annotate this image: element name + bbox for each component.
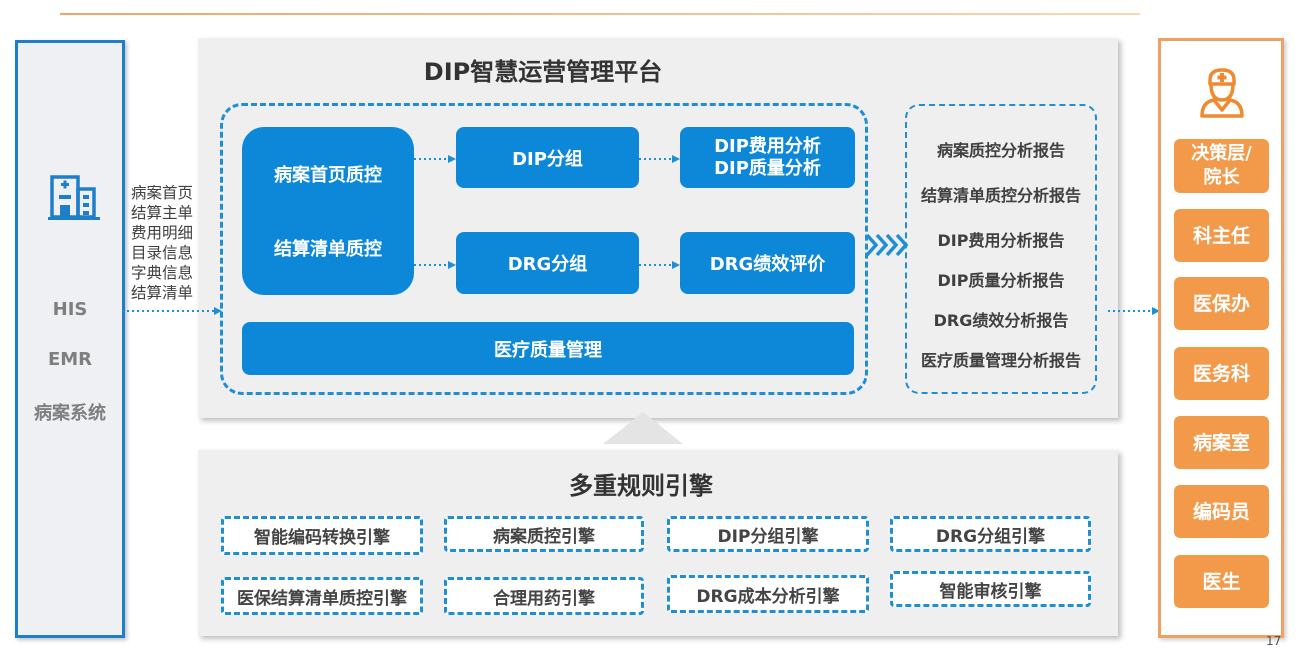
role-item: 决策层/院长 — [1174, 139, 1269, 193]
input-data-list: 病案首页 结算主单 费用明细 目录信息 字典信息 结算清单 — [131, 183, 203, 303]
role-item: 医保办 — [1174, 277, 1269, 330]
role-item: 科主任 — [1174, 209, 1269, 262]
engine-item: 智能审核引擎 — [890, 571, 1091, 607]
input-item: 结算主单 — [131, 204, 194, 222]
dip-quality-analysis: DIP质量分析 — [714, 157, 821, 179]
system-emr: EMR — [47, 349, 93, 370]
engine-item: 智能编码转换引擎 — [221, 516, 423, 555]
report-item: DIP费用分析报告 — [937, 231, 1065, 250]
engine-item: DRG成本分析引擎 — [667, 575, 869, 613]
roles-box — [1158, 38, 1284, 638]
input-item: 字典信息 — [131, 264, 194, 282]
input-item: 费用明细 — [131, 224, 194, 242]
report-item: DRG绩效分析报告 — [933, 311, 1069, 330]
drg-group-block: DRG分组 — [456, 232, 639, 294]
engine-item: DIP分组引擎 — [667, 516, 869, 552]
report-item: 医疗质量管理分析报告 — [920, 351, 1081, 370]
source-systems-box: HIS EMR 病案系统 — [15, 40, 125, 638]
reports-frame — [905, 104, 1097, 394]
input-item: 病案首页 — [131, 184, 194, 202]
platform-title: DIP智慧运营管理平台 — [423, 58, 663, 86]
drg-eval-block: DRG绩效评价 — [680, 232, 855, 294]
engine-item: 病案质控引擎 — [444, 516, 644, 552]
role-item: 医务科 — [1174, 347, 1269, 400]
doctor-icon — [1200, 68, 1244, 118]
input-item: 目录信息 — [131, 244, 194, 262]
qc-homepage: 病案首页质控 — [274, 165, 382, 186]
dip-analysis-block: DIP费用分析 DIP质量分析 — [680, 127, 855, 188]
input-item: 结算清单 — [131, 284, 194, 302]
report-item: DIP质量分析报告 — [937, 271, 1065, 290]
hospital-icon — [48, 175, 100, 220]
engine-item: 合理用药引擎 — [444, 577, 644, 615]
role-item: 病案室 — [1174, 416, 1269, 469]
dip-group-block: DIP分组 — [456, 127, 639, 188]
dip-cost-analysis: DIP费用分析 — [714, 135, 821, 157]
system-medical-record: 病案系统 — [34, 403, 106, 424]
medical-quality-block: 医疗质量管理 — [242, 322, 854, 375]
page-number: 17 — [1266, 634, 1282, 648]
qc-block: 病案首页质控 结算清单质控 — [242, 127, 414, 295]
qc-settlement: 结算清单质控 — [274, 239, 382, 260]
engine-item: 医保结算清单质控引擎 — [221, 577, 423, 615]
report-item: 病案质控分析报告 — [936, 141, 1065, 160]
system-his: HIS — [52, 299, 88, 320]
top-divider — [60, 13, 1140, 15]
role-item: 编码员 — [1174, 485, 1269, 538]
engine-title: 多重规则引擎 — [569, 472, 713, 500]
role-label: 决策层/院长 — [1191, 143, 1252, 188]
role-item: 医生 — [1174, 555, 1269, 608]
engine-item: DRG分组引擎 — [890, 516, 1091, 552]
report-item: 结算清单质控分析报告 — [920, 186, 1081, 205]
